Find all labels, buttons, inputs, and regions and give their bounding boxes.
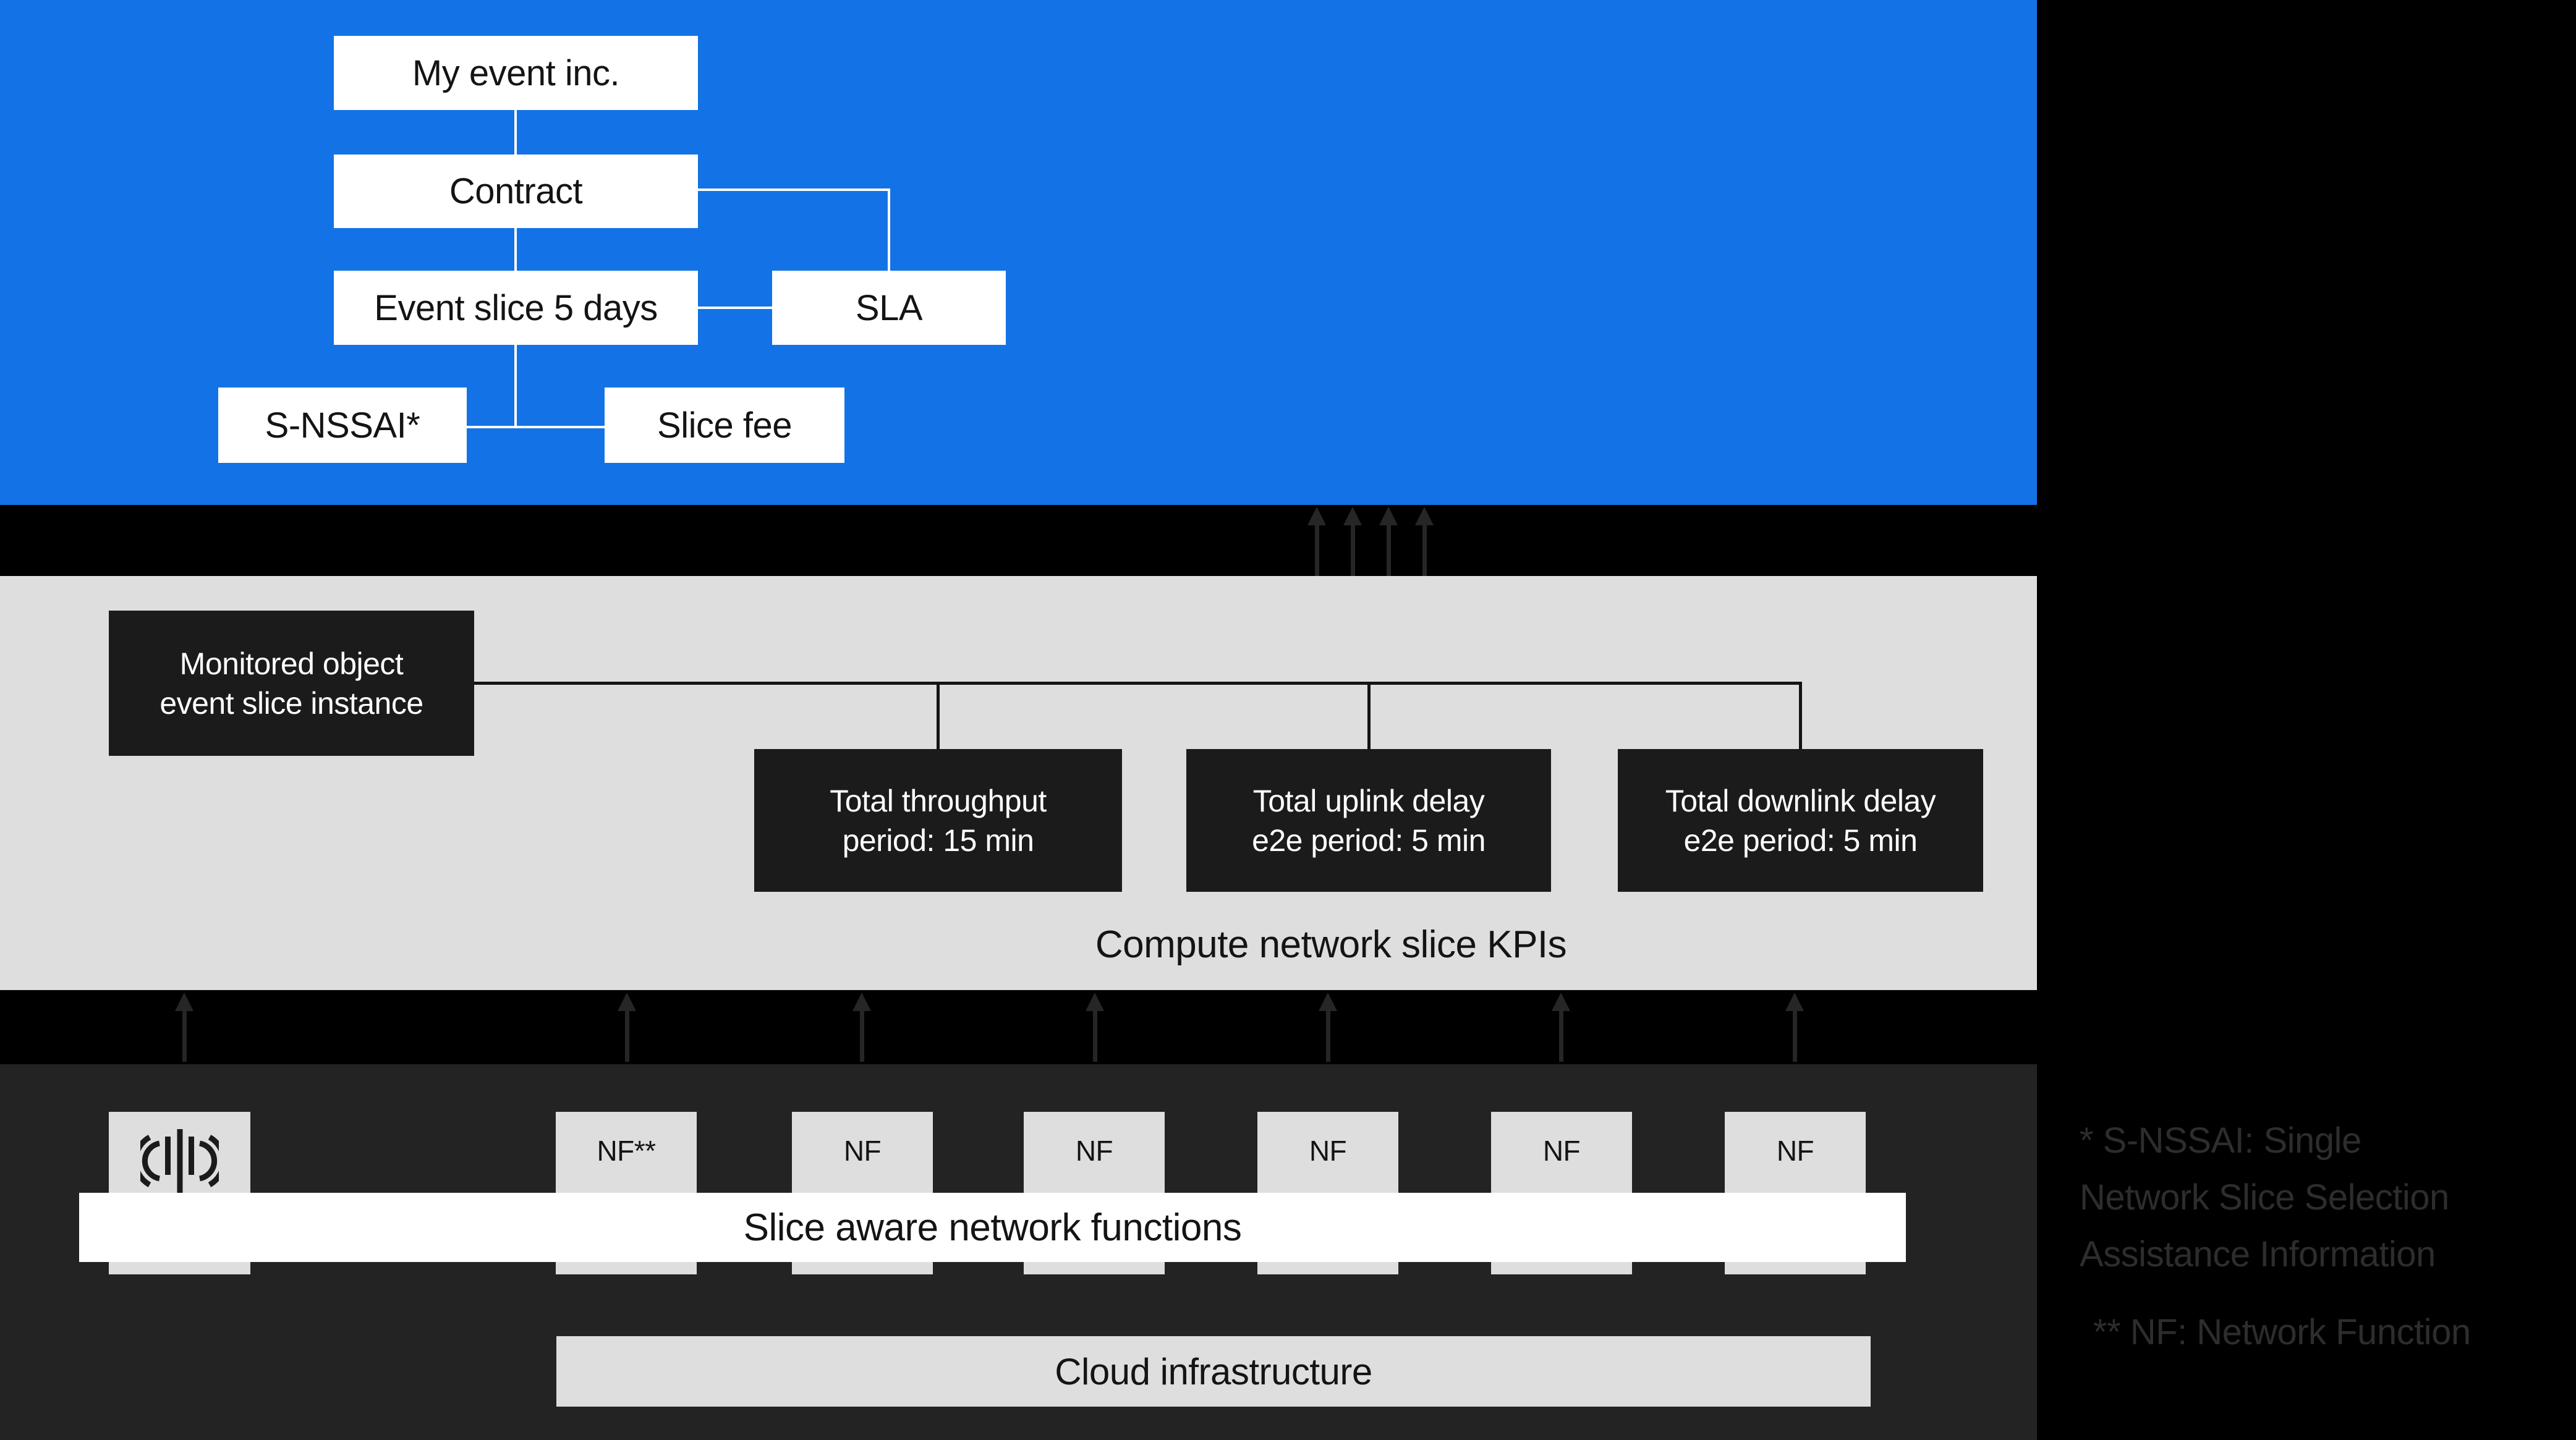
contract-box: Contract (334, 155, 698, 228)
connector-line (1799, 682, 1802, 749)
connector-line (698, 188, 890, 191)
slice-fee-label: Slice fee (657, 405, 792, 446)
nf-label-3: NF (1075, 1135, 1113, 1167)
kpi-downlink-line2: e2e period: 5 min (1683, 823, 1918, 858)
s-nssai-label: S-NSSAI* (265, 405, 420, 446)
up-arrow-icon (1343, 507, 1362, 576)
sla-label: SLA (855, 287, 923, 328)
kpi-uplink-line2: e2e period: 5 min (1252, 823, 1486, 858)
up-arrow-icon (1307, 507, 1326, 576)
connector-line (514, 345, 517, 428)
event-slice-box: Event slice 5 days (334, 271, 698, 345)
up-arrow-icon (1415, 507, 1434, 576)
my-event-label: My event inc. (412, 53, 620, 93)
footnote-gap (2080, 1283, 2568, 1304)
kpi-throughput-line2: period: 15 min (842, 823, 1034, 858)
connector-line (514, 228, 517, 271)
kpi-downlink-line1: Total downlink delay (1665, 783, 1936, 818)
connector-line (937, 682, 940, 749)
kpi-uplink-line1: Total uplink delay (1252, 783, 1485, 818)
up-arrow-icon (852, 993, 871, 1062)
nf-label-6: NF (1776, 1135, 1814, 1167)
antenna-icon (140, 1129, 219, 1193)
s-nssai-box: S-NSSAI* (218, 388, 467, 463)
connector-line (888, 188, 890, 271)
event-slice-label: Event slice 5 days (374, 287, 658, 328)
sla-box: SLA (772, 271, 1006, 345)
footnote-nf: ** NF: Network Function (2093, 1312, 2471, 1352)
up-arrow-icon (1319, 993, 1337, 1062)
slice-aware-label: Slice aware network functions (743, 1206, 1242, 1249)
kpi-throughput-box: Total throughput period: 15 min (754, 749, 1122, 892)
footnotes: * S-NSSAI: Single Network Slice Selectio… (2080, 1112, 2568, 1361)
connector-line (467, 426, 605, 428)
connector-line (514, 110, 517, 155)
footnote-snssai-line-3: Assistance Information (2080, 1234, 2436, 1274)
up-arrow-icon (618, 993, 636, 1062)
connector-line (1367, 682, 1371, 749)
nf-label-1: NF** (597, 1135, 656, 1167)
up-arrow-icon (175, 993, 193, 1062)
nf-label-5: NF (1542, 1135, 1581, 1167)
up-arrow-icon (1086, 993, 1104, 1062)
monitored-object-line2: event slice instance (159, 685, 423, 721)
footnote-snssai-line-1: * S-NSSAI: Single (2080, 1120, 2361, 1161)
kpi-uplink-delay-box: Total uplink delay e2e period: 5 min (1186, 749, 1551, 892)
cloud-infrastructure-label: Cloud infrastructure (1055, 1350, 1372, 1392)
up-arrow-icon (1379, 507, 1398, 576)
monitored-object-box: Monitored object event slice instance (109, 611, 474, 756)
connector-line (474, 682, 1802, 685)
kpi-caption: Compute network slice KPIs (1095, 923, 1567, 966)
kpi-downlink-delay-box: Total downlink delay e2e period: 5 min (1618, 749, 1983, 892)
up-arrow-icon (1552, 993, 1570, 1062)
slice-aware-bar: Slice aware network functions (79, 1193, 1906, 1262)
nf-label-2: NF (843, 1135, 882, 1167)
up-arrow-icon (1785, 993, 1804, 1062)
nf-label-4: NF (1309, 1135, 1347, 1167)
footnote-snssai-line-2: Network Slice Selection (2080, 1177, 2449, 1218)
contract-label: Contract (449, 171, 583, 211)
connector-line (698, 307, 772, 309)
cloud-infrastructure-bar: Cloud infrastructure (556, 1336, 1871, 1407)
kpi-throughput-line1: Total throughput (830, 783, 1047, 818)
slice-fee-box: Slice fee (605, 388, 844, 463)
monitored-object-line1: Monitored object (179, 646, 404, 681)
my-event-box: My event inc. (334, 36, 698, 110)
